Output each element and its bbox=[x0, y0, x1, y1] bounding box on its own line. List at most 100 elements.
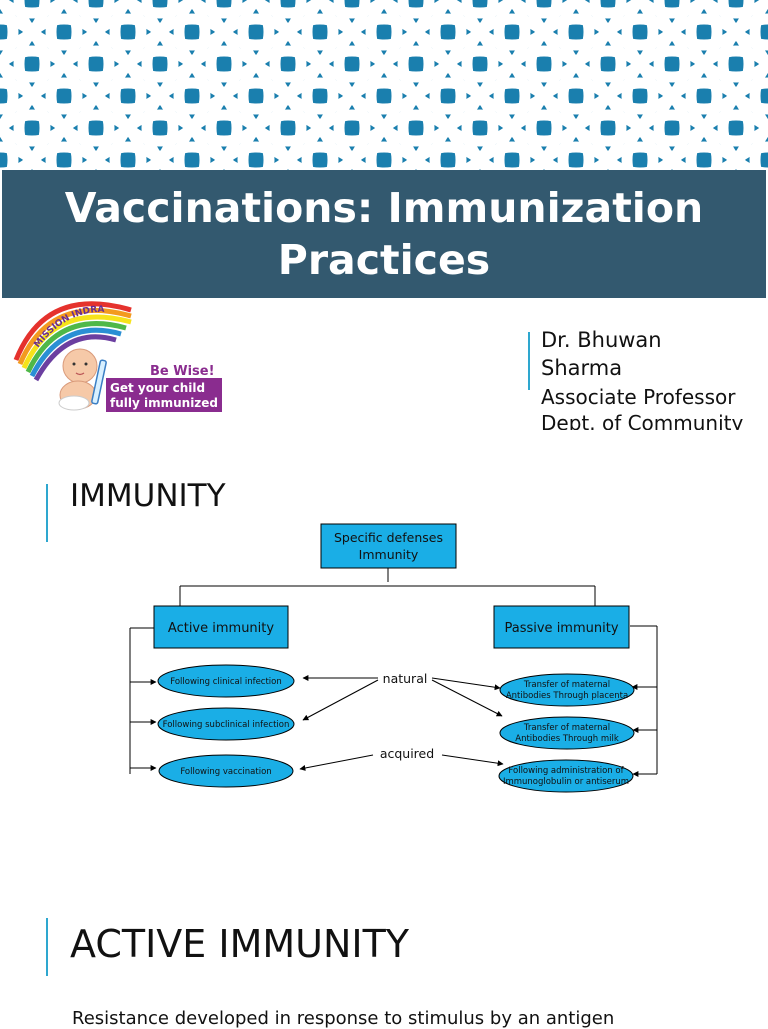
pattern-circle bbox=[0, 0, 19, 72]
active-item-2: Following subclinical infection bbox=[163, 720, 290, 730]
passive-immunity-box bbox=[493, 605, 630, 649]
author-role: Associate Professor bbox=[541, 385, 736, 409]
passive-item-3-line1: Following administration of bbox=[508, 766, 624, 776]
pattern-circle bbox=[653, 77, 755, 172]
pattern-circle bbox=[333, 0, 435, 51]
pattern-circle bbox=[13, 13, 115, 115]
active-immunity-text: Resistance developed in response to stim… bbox=[72, 1008, 615, 1029]
pattern-circle bbox=[109, 109, 211, 172]
pattern-circle bbox=[301, 45, 403, 147]
pattern-circle bbox=[0, 45, 83, 147]
pattern-circle bbox=[525, 77, 627, 172]
author-accent-bar bbox=[528, 332, 530, 390]
pattern-circle bbox=[657, 141, 751, 172]
pattern-circle bbox=[397, 0, 499, 51]
pattern-circle bbox=[685, 109, 768, 172]
pattern-circle bbox=[717, 13, 768, 115]
pattern-circle bbox=[493, 109, 595, 172]
pattern-circle bbox=[429, 109, 531, 172]
pattern-circle bbox=[568, 0, 648, 19]
root-label-line1: Specific defenses bbox=[334, 530, 443, 545]
pattern-circle bbox=[145, 141, 239, 172]
pattern-circle bbox=[589, 13, 691, 115]
baby-illustration bbox=[58, 348, 107, 411]
passive-item-ellipse bbox=[498, 759, 634, 793]
natural-label: natural bbox=[383, 671, 428, 686]
pattern-circle bbox=[529, 141, 623, 172]
pattern-circle bbox=[376, 0, 456, 19]
pattern-circle bbox=[205, 77, 307, 172]
pattern-circle bbox=[685, 45, 768, 147]
pattern-circle bbox=[461, 77, 563, 172]
pattern-circle bbox=[269, 77, 371, 172]
pattern-circle bbox=[205, 13, 307, 115]
active-item-ellipse bbox=[157, 664, 295, 698]
immunity-diagram: Specific defenses Immunity Active immuni… bbox=[120, 520, 670, 800]
pattern-circle bbox=[0, 56, 19, 136]
pattern-circle bbox=[141, 13, 243, 115]
pattern-circle bbox=[653, 0, 755, 51]
pattern-circle bbox=[237, 45, 339, 147]
pattern-circle bbox=[397, 77, 499, 172]
passive-immunity-label: Passive immunity bbox=[504, 621, 618, 636]
author-name-line1: Dr. Bhuwan bbox=[541, 328, 662, 352]
pattern-circle bbox=[45, 45, 147, 147]
pattern-circle bbox=[749, 56, 768, 136]
pattern-circle bbox=[632, 0, 712, 19]
pattern-circle bbox=[365, 45, 467, 147]
pattern-circle bbox=[749, 0, 768, 72]
pattern-circle bbox=[141, 77, 243, 172]
active-immunity-accent-bar bbox=[46, 918, 48, 976]
passive-item-1-line1: Transfer of maternal bbox=[523, 680, 610, 690]
pattern-circle bbox=[696, 0, 768, 19]
header-pattern bbox=[0, 0, 768, 172]
logo-line2: Get your child bbox=[110, 381, 205, 395]
pattern-circle bbox=[0, 109, 83, 172]
pattern-circle bbox=[621, 45, 723, 147]
pattern-circle bbox=[440, 0, 520, 19]
pattern-circle bbox=[141, 0, 243, 51]
passive-item-2-line1: Transfer of maternal bbox=[523, 723, 610, 733]
pattern-circle bbox=[77, 0, 179, 51]
author-dept: Dept. of Community bbox=[541, 411, 744, 430]
passive-item-ellipse bbox=[499, 673, 635, 707]
pattern-circle bbox=[557, 45, 659, 147]
author-block: Dr. Bhuwan Sharma Associate Professor De… bbox=[528, 326, 768, 430]
pattern-circle bbox=[525, 0, 627, 51]
pattern-circle bbox=[557, 109, 659, 172]
active-immunity-label: Active immunity bbox=[168, 621, 274, 636]
pattern-circle bbox=[397, 13, 499, 115]
active-item-3: Following vaccination bbox=[180, 767, 271, 777]
pattern-circle bbox=[365, 109, 467, 172]
pattern-circle bbox=[333, 77, 435, 172]
pattern-circle bbox=[589, 0, 691, 51]
pattern-circle bbox=[493, 0, 595, 83]
pattern-circle bbox=[365, 0, 467, 83]
pattern-circle bbox=[248, 0, 328, 19]
pattern-circle bbox=[205, 0, 307, 51]
pattern-circle bbox=[301, 109, 403, 172]
pattern-circle bbox=[0, 0, 72, 19]
pattern-circle bbox=[717, 77, 768, 172]
active-item-ellipse bbox=[158, 754, 294, 788]
pattern-circle bbox=[77, 77, 179, 172]
pattern-circle bbox=[273, 141, 367, 172]
pattern-circle bbox=[13, 0, 115, 51]
pattern-circle bbox=[45, 109, 147, 172]
author-name-line2: Sharma bbox=[541, 356, 623, 380]
pattern-circle bbox=[429, 45, 531, 147]
pattern-circle bbox=[0, 13, 51, 115]
mission-indradhanush-logo: MISSION INDRADHANUSH Be Wise! Get your c… bbox=[2, 283, 236, 420]
pattern-circle bbox=[109, 0, 211, 83]
logo-be-wise: Be Wise! bbox=[150, 364, 215, 379]
pattern-circle bbox=[333, 13, 435, 115]
pattern-circle bbox=[493, 45, 595, 147]
pattern-circle bbox=[589, 77, 691, 172]
passive-item-2-line2: Antibodies Through milk bbox=[515, 734, 619, 744]
pattern-circle bbox=[45, 0, 147, 83]
pattern-circle bbox=[0, 120, 19, 172]
pattern-circle bbox=[557, 0, 659, 83]
root-box bbox=[320, 523, 457, 569]
pattern-circle bbox=[749, 120, 768, 172]
title-band: Vaccinations: Immunization Practices bbox=[2, 170, 766, 298]
